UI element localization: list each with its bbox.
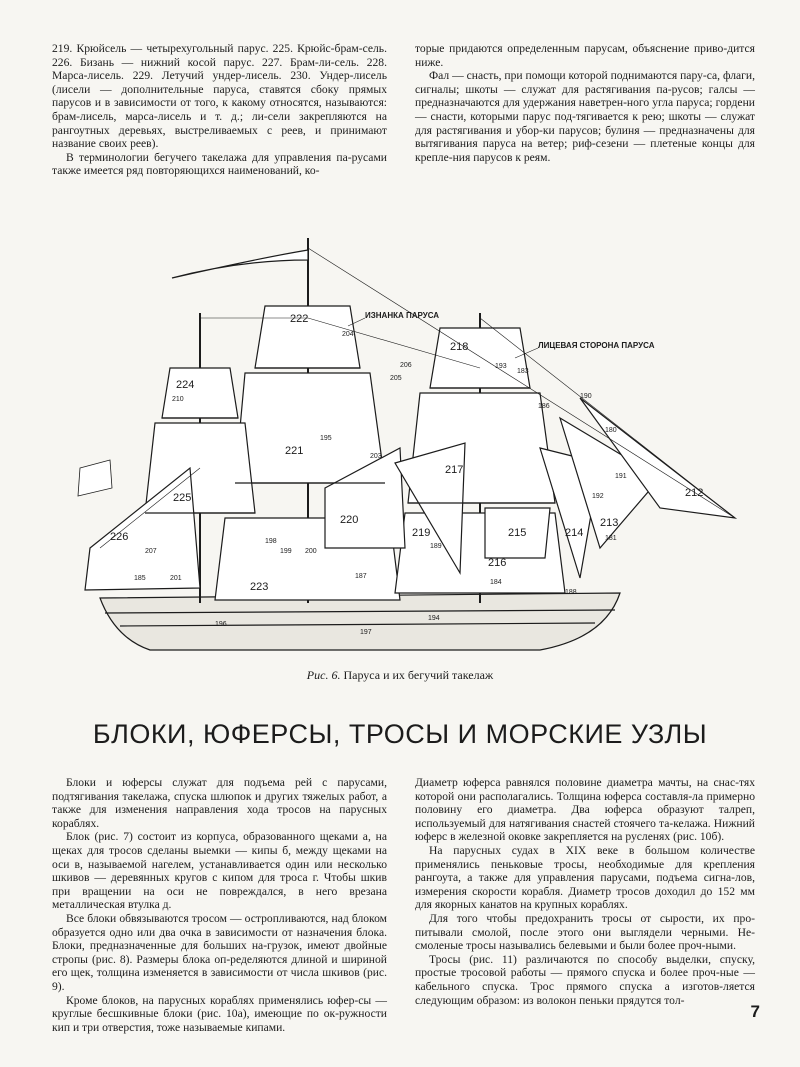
sail-number: 215	[508, 527, 526, 539]
pennant-flag	[171, 249, 309, 279]
line-number: 201	[170, 575, 182, 582]
sail-number: 219	[412, 527, 430, 539]
sail-number: 217	[445, 464, 463, 476]
section-heading: БЛОКИ, ЮФЕРСЫ, ТРОСЫ И МОРСКИЕ УЗЛЫ	[92, 719, 708, 749]
line-number: 193	[495, 363, 507, 370]
paragraph: Для того чтобы предохранить тросы от сыр…	[415, 911, 755, 953]
paragraph: 219. Крюйсель — четырехугольный парус. 2…	[52, 42, 387, 151]
line-number: 204	[342, 331, 354, 338]
stern-flag	[77, 459, 113, 497]
paragraph: Диаметр юферса равнялся половине диаметр…	[415, 776, 755, 844]
label-inner-sail: ИЗНАНКА ПАРУСА	[365, 311, 439, 320]
line-number: 185	[134, 575, 146, 582]
figure-caption: Рис. 6. Паруса и их бегучий такелаж	[0, 668, 800, 683]
line-number: 184	[490, 579, 502, 586]
sail-number: 212	[685, 487, 703, 499]
line-number: 203	[370, 453, 382, 460]
ship-sails-illustration: 222 218 224 221 217 225 220 219 215 212 …	[77, 238, 738, 651]
sail-number: 216	[488, 557, 506, 569]
sail-219	[394, 442, 466, 576]
sail-number: 226	[110, 531, 128, 543]
ship-hull	[99, 592, 621, 651]
sail-226	[84, 466, 201, 591]
line-number: 189	[430, 543, 442, 550]
figure-caption-text: Паруса и их бегучий такелаж	[343, 668, 494, 682]
label-outer-sail: ЛИЦЕВАЯ СТОРОНА ПАРУСА	[538, 341, 655, 350]
line-number: 181	[605, 535, 617, 542]
sail-224	[161, 367, 239, 419]
line-number: 191	[615, 473, 627, 480]
line-number: 199	[280, 548, 292, 555]
sail-number: 224	[176, 379, 194, 391]
line-number: 205	[390, 375, 402, 382]
sail-213	[558, 416, 661, 550]
paragraph: Кроме блоков, на парусных кораблях приме…	[52, 993, 387, 1034]
paragraph: Блоки и юферсы служат для подъема рей с …	[52, 776, 387, 830]
text-column-top-left: 219. Крюйсель — четырехугольный парус. 2…	[52, 42, 387, 178]
line-number: 206	[400, 362, 412, 369]
text-column-bottom-right: Диаметр юферса равнялся половине диаметр…	[415, 776, 755, 1007]
page-number: 7	[750, 1002, 760, 1021]
sail-number: 214	[565, 527, 583, 539]
line-number: 207	[145, 548, 157, 555]
line-number: 195	[320, 435, 332, 442]
line-number: 190	[580, 393, 592, 400]
sail-number: 222	[290, 313, 308, 325]
sail-number: 225	[173, 492, 191, 504]
paragraph: В терминологии бегучего такелажа для упр…	[52, 150, 387, 178]
figure-number: Рис. 6.	[306, 668, 341, 682]
sail-220	[324, 447, 406, 549]
line-number: 186	[538, 403, 550, 410]
line-number: 196	[215, 621, 227, 628]
sail-number: 221	[285, 445, 303, 457]
sail-221	[234, 372, 386, 484]
line-number: 188	[565, 589, 577, 596]
text-column-bottom-left: Блоки и юферсы служат для подъема рей с …	[52, 776, 387, 1034]
paragraph: На парусных судах в XIX веке в большом к…	[415, 843, 755, 912]
sail-number: 220	[340, 514, 358, 526]
line-number: 180	[605, 427, 617, 434]
paragraph: Тросы (рис. 11) различаются по способу в…	[415, 952, 755, 1007]
sail-number: 218	[450, 341, 468, 353]
paragraph: Блок (рис. 7) состоит из корпуса, образо…	[52, 830, 387, 912]
line-number: 194	[428, 615, 440, 622]
line-number: 187	[355, 573, 367, 580]
sail-number: 223	[250, 581, 268, 593]
sail-212	[579, 397, 738, 519]
sail-number: 213	[600, 517, 618, 529]
sail-215	[484, 507, 551, 559]
line-number: 183	[517, 368, 529, 375]
text-column-top-right: торые придаются определенным парусам, об…	[415, 42, 755, 164]
line-number: 197	[360, 629, 372, 636]
paragraph: Все блоки обвязываются тросом — остропли…	[52, 911, 387, 993]
paragraph: Фал — снасть, при помощи которой поднима…	[415, 69, 755, 164]
line-number: 210	[172, 396, 184, 403]
line-number: 192	[592, 493, 604, 500]
line-number: 198	[265, 538, 277, 545]
line-number: 200	[305, 548, 317, 555]
paragraph: торые придаются определенным парусам, об…	[415, 42, 755, 69]
